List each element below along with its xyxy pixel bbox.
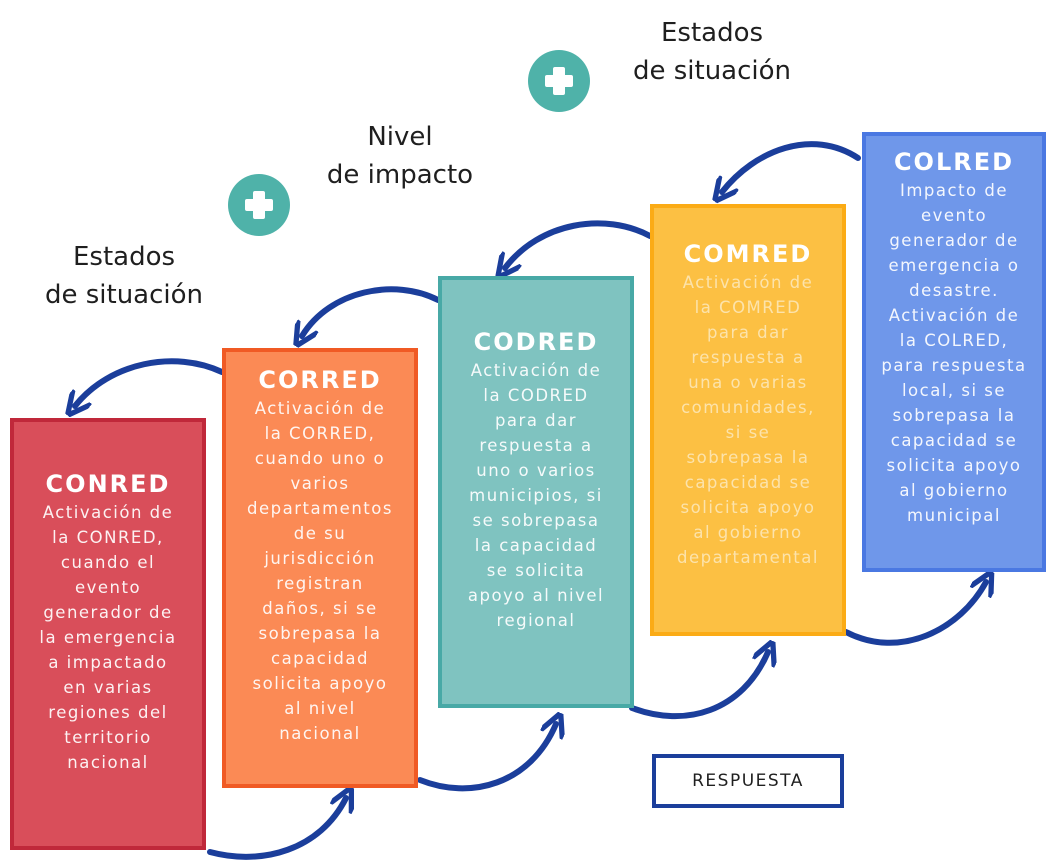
comred-title: COMRED [683,240,813,268]
codred-box: CODRED Activación de la CODRED para dar … [438,276,634,708]
corred-title: CORRED [258,366,382,394]
estados-de-situacion-label-top: Estados de situación [632,18,792,86]
respuesta-label-box: RESPUESTA [652,754,844,808]
escalation-arrow-comred-codred [505,220,653,268]
corred-box: CORRED Activación de la CORRED, cuando u… [222,348,418,788]
escalation-arrow-codred-corred [302,286,441,336]
response-arrow-corred [417,724,556,792]
estados-de-situacion-label-left: Estados de situación [44,242,204,310]
colred-title: COLRED [893,148,1015,176]
codred-title: CODRED [473,328,599,356]
respuesta-label: RESPUESTA [692,771,804,791]
codred-description: Activación de la CODRED para dar respues… [467,361,605,630]
response-arrow-conred [207,798,346,860]
escalation-arrow-corred-conred [75,358,225,406]
colred-description: Impacto de evento generador de emergenci… [881,181,1027,525]
escalation-arrow-colred-comred [722,141,861,192]
conred-box: CONRED Activación de la CONRED, cuando e… [10,418,206,850]
comred-box: COMRED Activación de la COMRED para dar … [650,204,846,636]
corred-description: Activación de la CORRED, cuando uno o va… [247,399,393,743]
response-arrow-codred [629,652,768,720]
plus-icon [228,174,290,236]
conred-description: Activación de la CONRED, cuando el event… [39,503,177,772]
colred-box: COLRED Impacto de evento generador de em… [862,132,1046,572]
nivel-de-impacto-label: Nivel de impacto [326,122,474,190]
response-arrow-comred [843,582,986,646]
conred-title: CONRED [45,470,171,498]
comred-description: Activación de la COMRED para dar respues… [677,273,819,567]
plus-icon [528,50,590,112]
